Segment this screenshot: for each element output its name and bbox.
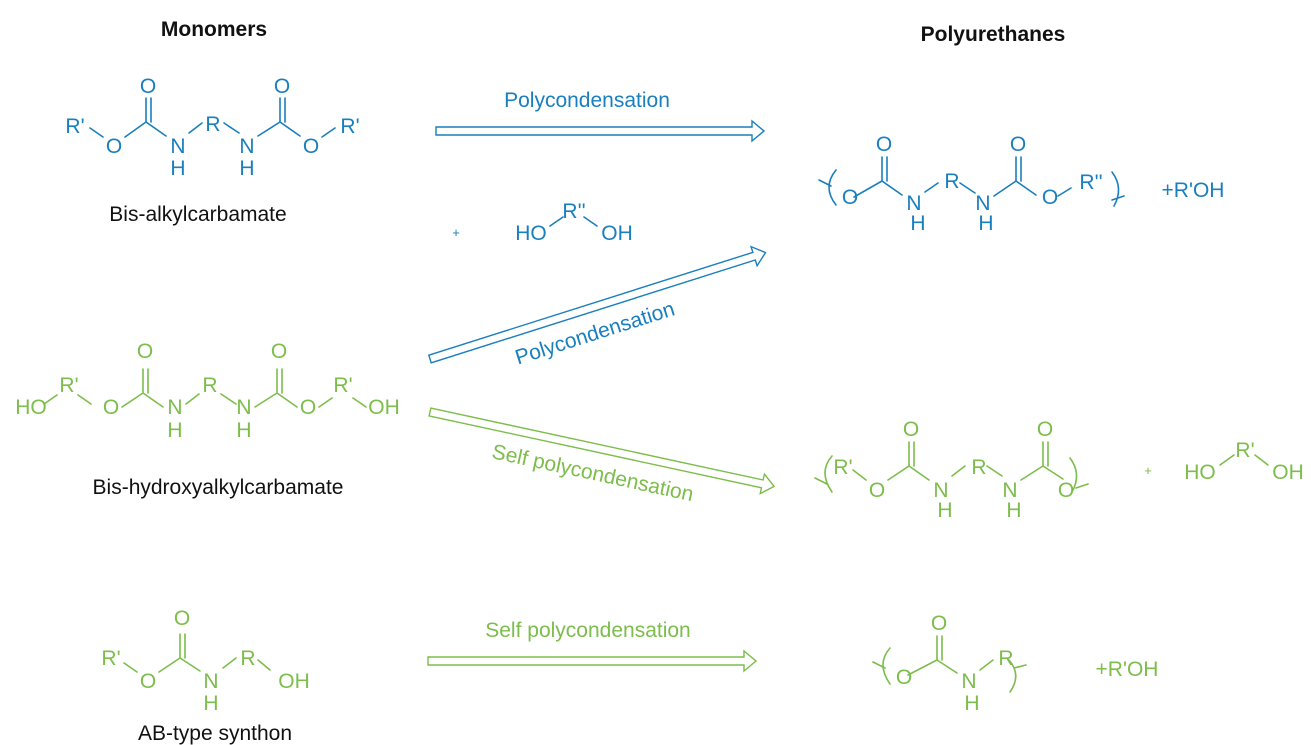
diol-ho: HO xyxy=(515,222,547,245)
polyurethanes-header: Polyurethanes xyxy=(921,23,1066,46)
atom-n-left: N xyxy=(167,396,182,419)
atom-r-prime: R' xyxy=(101,647,120,670)
atom-o-ester-right: O xyxy=(303,135,319,158)
atom-h: H xyxy=(964,692,979,715)
atom-r-center: R xyxy=(944,170,959,193)
atom-r-center: R xyxy=(971,456,986,479)
atom-r-center: R xyxy=(205,113,220,136)
atom-n: N xyxy=(203,670,218,693)
atom-oh: OH xyxy=(278,670,310,693)
atom-n-left: N xyxy=(933,479,948,502)
atom-h-right: H xyxy=(236,419,251,442)
atom-h-right: H xyxy=(1006,499,1021,522)
arrow-self-polycondensation-diagonal: Self polycondensation xyxy=(428,407,776,506)
atom-r-double-prime: R'' xyxy=(1079,171,1102,194)
byproduct-ho: HO xyxy=(1184,461,1216,484)
atom-h-left: H xyxy=(937,499,952,522)
atom-o-carbonyl-left: O xyxy=(876,133,892,156)
atom-r: R xyxy=(240,647,255,670)
atom-o-carbonyl-left: O xyxy=(137,340,153,363)
atom-o-carbonyl-right: O xyxy=(274,75,290,98)
atom-n-right: N xyxy=(239,135,254,158)
atom-h-left: H xyxy=(170,157,185,180)
atom-o-carbonyl-right: O xyxy=(271,340,287,363)
atom-h-left: H xyxy=(167,419,182,442)
atom-o-ester-left: O xyxy=(103,396,119,419)
atom-n-right: N xyxy=(975,192,990,215)
atom-h-right: H xyxy=(239,157,254,180)
pu-green-plus: + xyxy=(1144,463,1152,478)
atom-o-carbonyl-left: O xyxy=(903,418,919,441)
atom-r-prime-right: R' xyxy=(340,115,359,138)
atom-o-ester-right: O xyxy=(1042,186,1058,209)
diol-structure: + HO R'' OH xyxy=(452,200,633,245)
atom-r-center: R xyxy=(202,374,217,397)
pu-blue-structure: O O N H R N H O O R'' +R'OH xyxy=(818,133,1225,235)
bis-alkylcarbamate-structure: R' O O N H R N H O O R' xyxy=(65,75,359,180)
atom-r-prime-left: R' xyxy=(59,374,78,397)
atom-r-prime: R' xyxy=(833,456,852,479)
atom-ho-left: HO xyxy=(15,396,47,419)
monomers-header: Monomers xyxy=(161,18,267,41)
byproduct-oh: OH xyxy=(1272,461,1304,484)
atom-h: H xyxy=(203,692,218,715)
arrow-self-polycondensation-bottom: Self polycondensation xyxy=(427,619,758,673)
atom-n-left: N xyxy=(906,192,921,215)
atom-o-ester: O xyxy=(140,670,156,693)
atom-r-prime-right: R' xyxy=(333,374,352,397)
pu-ab-structure: O O N H R +R'OH xyxy=(872,612,1159,715)
atom-o-ester: O xyxy=(869,479,885,502)
atom-h-left: H xyxy=(910,212,925,235)
atom-o-carbonyl-right: O xyxy=(1037,418,1053,441)
atom-r-prime-left: R' xyxy=(65,115,84,138)
atom-n-right: N xyxy=(1002,479,1017,502)
diol-plus: + xyxy=(452,225,460,240)
byproduct-r-prime: R' xyxy=(1235,439,1254,462)
pu-ab-byproduct: +R'OH xyxy=(1096,658,1159,681)
bis-hydroxyalkylcarbamate-label: Bis-hydroxyalkylcarbamate xyxy=(93,476,344,499)
ab-type-synthon-structure: R' O O N H R OH xyxy=(101,607,309,715)
atom-o-carbonyl-right: O xyxy=(1010,133,1026,156)
pu-blue-byproduct: +R'OH xyxy=(1162,179,1225,202)
diol-oh: OH xyxy=(601,222,633,245)
arrow-bottom-label: Self polycondensation xyxy=(485,619,690,642)
diol-r-double-prime: R'' xyxy=(562,200,585,223)
arrow-polycondensation-diagonal: Polycondensation xyxy=(427,245,767,369)
arrow-polycondensation-top: Polycondensation xyxy=(435,89,766,143)
atom-o-carbonyl: O xyxy=(174,607,190,630)
atom-o-ester-right: O xyxy=(300,396,316,419)
atom-o-ester-left: O xyxy=(106,135,122,158)
atom-n: N xyxy=(961,670,976,693)
atom-oh-right: OH xyxy=(368,396,400,419)
atom-o-carbonyl: O xyxy=(931,612,947,635)
bis-alkylcarbamate-label: Bis-alkylcarbamate xyxy=(109,203,286,226)
arrow-top-label: Polycondensation xyxy=(504,89,670,112)
atom-o-ester: O xyxy=(896,666,912,689)
atom-n-left: N xyxy=(170,135,185,158)
ab-type-synthon-label: AB-type synthon xyxy=(138,722,292,745)
atom-o-ester-right: O xyxy=(1058,479,1074,502)
atom-o-carbonyl-left: O xyxy=(140,75,156,98)
atom-h-right: H xyxy=(978,212,993,235)
bis-hydroxyalkylcarbamate-structure: HO R' O O N H R N H O O R' OH xyxy=(15,340,400,442)
atom-o-ester-left: O xyxy=(842,186,858,209)
atom-r: R xyxy=(998,647,1013,670)
pu-green-structure: R' O O N H R N H O O + HO R' OH xyxy=(814,418,1304,522)
atom-n-right: N xyxy=(236,396,251,419)
